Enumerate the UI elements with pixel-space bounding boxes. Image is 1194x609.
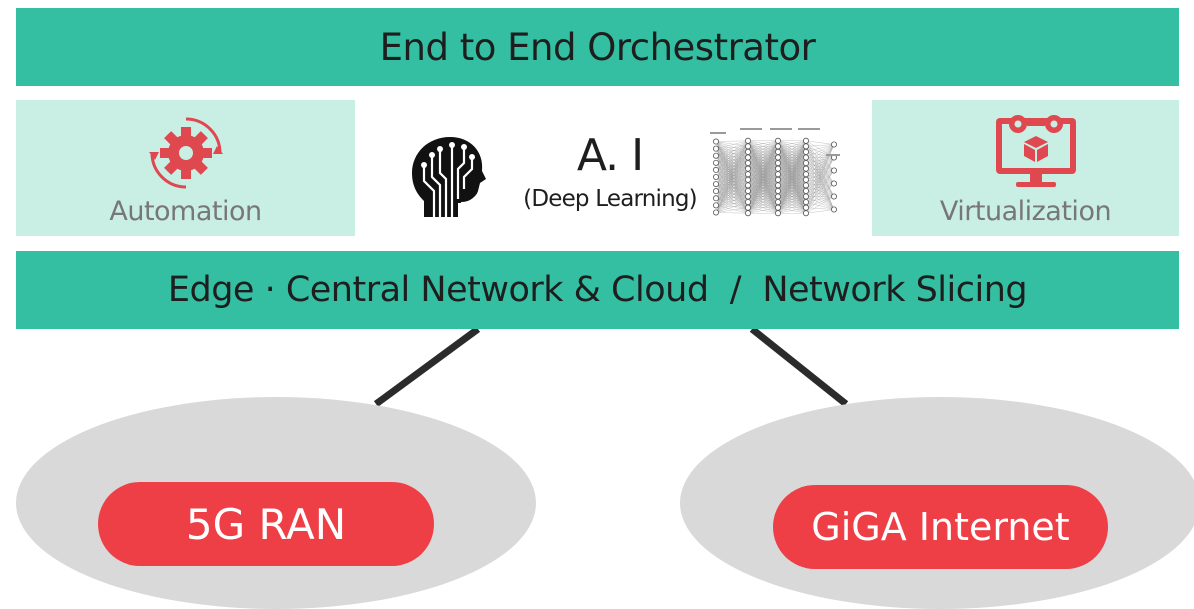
nn-node xyxy=(803,205,808,210)
ai-subtitle: (Deep Learning) xyxy=(510,186,710,212)
nn-node xyxy=(775,138,780,143)
monitor-cube-icon xyxy=(990,110,1082,192)
nn-node xyxy=(803,177,808,182)
nn-node xyxy=(775,144,780,149)
ran-node-label: 5G RAN xyxy=(186,500,346,549)
nn-node xyxy=(713,146,718,151)
nn-node xyxy=(775,155,780,160)
virtualization-panel: Virtualization xyxy=(872,100,1179,236)
nn-node xyxy=(745,194,750,199)
nn-node xyxy=(803,199,808,204)
nn-node xyxy=(713,160,718,165)
nn-node xyxy=(775,183,780,188)
nn-node xyxy=(745,149,750,154)
nn-node xyxy=(713,203,718,208)
network-title: Edge · Central Network & Cloud / Network… xyxy=(168,270,1027,310)
nn-node xyxy=(713,181,718,186)
nn-node xyxy=(713,174,718,179)
ai-title: A. I xyxy=(560,130,660,181)
nn-node xyxy=(713,196,718,201)
nn-node xyxy=(745,160,750,165)
nn-node xyxy=(775,172,780,177)
nn-node xyxy=(803,149,808,154)
nn-node xyxy=(713,153,718,158)
neural-network-icon xyxy=(708,124,842,220)
nn-node xyxy=(713,139,718,144)
nn-node xyxy=(745,172,750,177)
nn-node xyxy=(775,205,780,210)
connector-right xyxy=(752,329,846,404)
nn-node xyxy=(831,207,836,212)
nn-node xyxy=(775,199,780,204)
nn-node xyxy=(803,188,808,193)
ran-node: 5G RAN xyxy=(98,482,434,566)
nn-node xyxy=(803,144,808,149)
internet-node: GiGA Internet xyxy=(773,485,1108,569)
nn-node xyxy=(775,194,780,199)
virtualization-label: Virtualization xyxy=(872,196,1179,227)
nn-node xyxy=(745,144,750,149)
nn-node xyxy=(803,183,808,188)
nn-node xyxy=(803,211,808,216)
nn-node xyxy=(745,155,750,160)
ai-head-icon xyxy=(406,133,502,219)
automation-label: Automation xyxy=(16,196,355,227)
nn-node xyxy=(831,168,836,173)
nn-node xyxy=(775,211,780,216)
nn-node xyxy=(713,189,718,194)
nn-node xyxy=(831,194,836,199)
nn-node xyxy=(713,210,718,215)
orchestrator-title: End to End Orchestrator xyxy=(380,26,816,69)
nn-node xyxy=(803,172,808,177)
nn-node xyxy=(745,205,750,210)
nn-node xyxy=(745,199,750,204)
nn-node xyxy=(745,211,750,216)
orchestrator-band: End to End Orchestrator xyxy=(16,8,1179,86)
connector-left xyxy=(376,329,478,404)
nn-node xyxy=(803,160,808,165)
internet-node-label: GiGA Internet xyxy=(811,505,1069,549)
nn-node xyxy=(745,188,750,193)
nn-node xyxy=(803,166,808,171)
nn-node xyxy=(745,166,750,171)
nn-node xyxy=(831,142,836,147)
nn-node xyxy=(713,167,718,172)
nn-node xyxy=(745,138,750,143)
network-band: Edge · Central Network & Cloud / Network… xyxy=(16,251,1179,329)
nn-node xyxy=(803,138,808,143)
nn-node xyxy=(745,177,750,182)
nn-node xyxy=(775,188,780,193)
nn-node xyxy=(831,181,836,186)
nn-node xyxy=(803,155,808,160)
nn-node xyxy=(775,149,780,154)
nn-node xyxy=(745,183,750,188)
automation-panel: Automation xyxy=(16,100,355,236)
nn-node xyxy=(775,160,780,165)
nn-node xyxy=(775,177,780,182)
nn-node xyxy=(775,166,780,171)
gear-cycle-icon xyxy=(147,114,225,192)
nn-node xyxy=(803,194,808,199)
